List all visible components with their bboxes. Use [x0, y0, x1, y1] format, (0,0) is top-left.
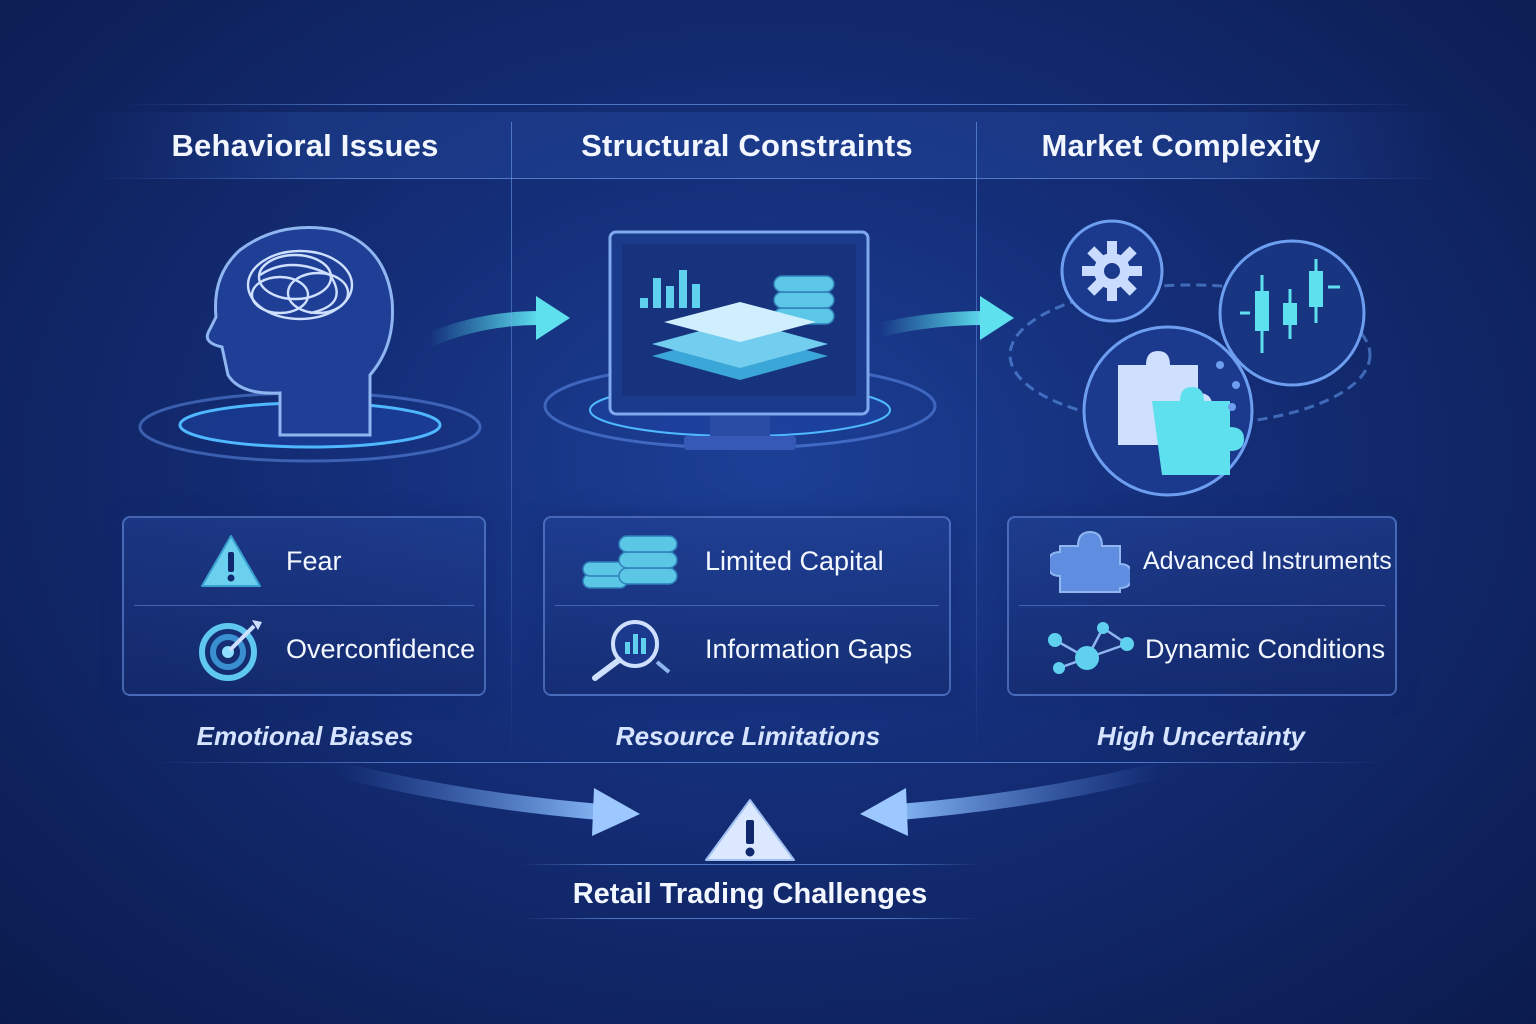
network-nodes-icon [1041, 614, 1135, 684]
header-band [90, 112, 1446, 178]
card-divider [555, 605, 939, 606]
caption-divider [150, 762, 1390, 763]
gear-candlestick-puzzle-icon [1008, 219, 1372, 497]
item-label: Fear [286, 545, 342, 576]
magnifier-chart-icon [581, 614, 681, 684]
puzzle-piece-icon [1045, 526, 1135, 596]
caption-market: High Uncertainty [1096, 721, 1306, 751]
footer-divider-top [520, 864, 980, 865]
item-label: Advanced Instruments [1143, 546, 1392, 575]
card-structural: Limited Capital Information Gaps [543, 516, 951, 696]
arrow-structural-to-market [873, 311, 992, 337]
column-title-structural: Structural Constraints [581, 128, 913, 163]
item-label: Dynamic Conditions [1145, 633, 1386, 664]
card-divider [1019, 605, 1385, 606]
flow-left-arrow [332, 762, 608, 820]
item-label: Overconfidence [286, 633, 476, 664]
arrow-head-1 [536, 296, 570, 340]
column-divider-2 [976, 122, 977, 762]
flow-right-head [860, 788, 908, 836]
card-behavioral: Fear Overconfidence [122, 516, 486, 696]
footer-divider-bottom [520, 918, 980, 919]
warning-triangle-icon [705, 799, 795, 861]
top-divider [120, 104, 1420, 105]
list-item-fear: Fear [124, 518, 484, 604]
list-item-advanced-instruments: Advanced Instruments [1009, 518, 1395, 604]
warning-triangle-icon [186, 526, 276, 596]
card-market: Advanced Instruments Dynamic Conditions [1007, 516, 1397, 696]
column-title-behavioral: Behavioral Issues [171, 128, 439, 163]
list-item-overconfidence: Overconfidence [124, 606, 484, 692]
footer-title: Retail Trading Challenges [572, 878, 928, 910]
arrow-head-2 [980, 296, 1014, 340]
caption-structural: Resource Limitations [615, 721, 881, 751]
card-divider [134, 605, 474, 606]
arrow-behavioral-to-structural [423, 311, 547, 347]
head-brain-icon [138, 226, 482, 463]
list-item-information-gaps: Information Gaps [545, 606, 949, 692]
item-label: Information Gaps [705, 633, 913, 664]
target-dart-icon [186, 614, 276, 684]
item-label: Limited Capital [705, 545, 884, 576]
list-item-limited-capital: Limited Capital [545, 518, 949, 604]
column-title-market: Market Complexity [1041, 128, 1321, 163]
caption-behavioral: Emotional Biases [196, 721, 414, 751]
monitor-data-stack-icon [543, 230, 937, 450]
flow-left-head [592, 788, 640, 836]
header-divider [90, 178, 1446, 179]
flow-right-arrow [892, 762, 1168, 820]
list-item-dynamic-conditions: Dynamic Conditions [1009, 606, 1395, 692]
column-divider-1 [511, 122, 512, 762]
coin-stacks-icon [581, 526, 681, 596]
